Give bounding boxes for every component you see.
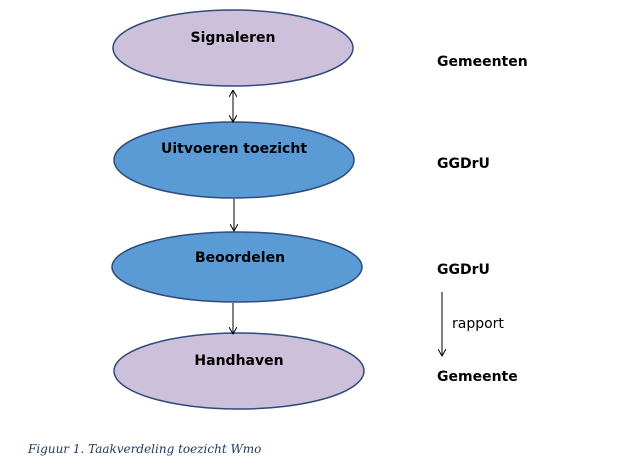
actor-label-gemeenten: Gemeenten [437,54,528,70]
node-handhaven-shape [113,332,365,410]
node-uitvoeren-toezicht-label: Uitvoeren toezicht [161,141,307,157]
node-uitvoeren-toezicht: Uitvoeren toezicht [113,121,355,199]
figure-caption: Figuur 1. Taakverdeling toezicht Wmo [28,442,262,456]
actor-label-ggdru-1: GGDrU [437,156,490,172]
node-signaleren-label: Signaleren [191,30,276,46]
report-label: rapport [452,316,504,332]
node-handhaven: Handhaven [113,332,365,410]
node-beoordelen-shape [111,231,363,303]
actor-label-ggdru-2: GGDrU [437,262,490,278]
node-signaleren-shape [112,9,354,87]
actor-label-gemeente: Gemeente [437,369,518,385]
node-beoordelen-label: Beoordelen [195,250,285,266]
node-signaleren: Signaleren [112,9,354,87]
node-handhaven-label: Handhaven [194,353,283,369]
node-uitvoeren-toezicht-shape [113,121,355,199]
node-beoordelen: Beoordelen [111,231,363,303]
